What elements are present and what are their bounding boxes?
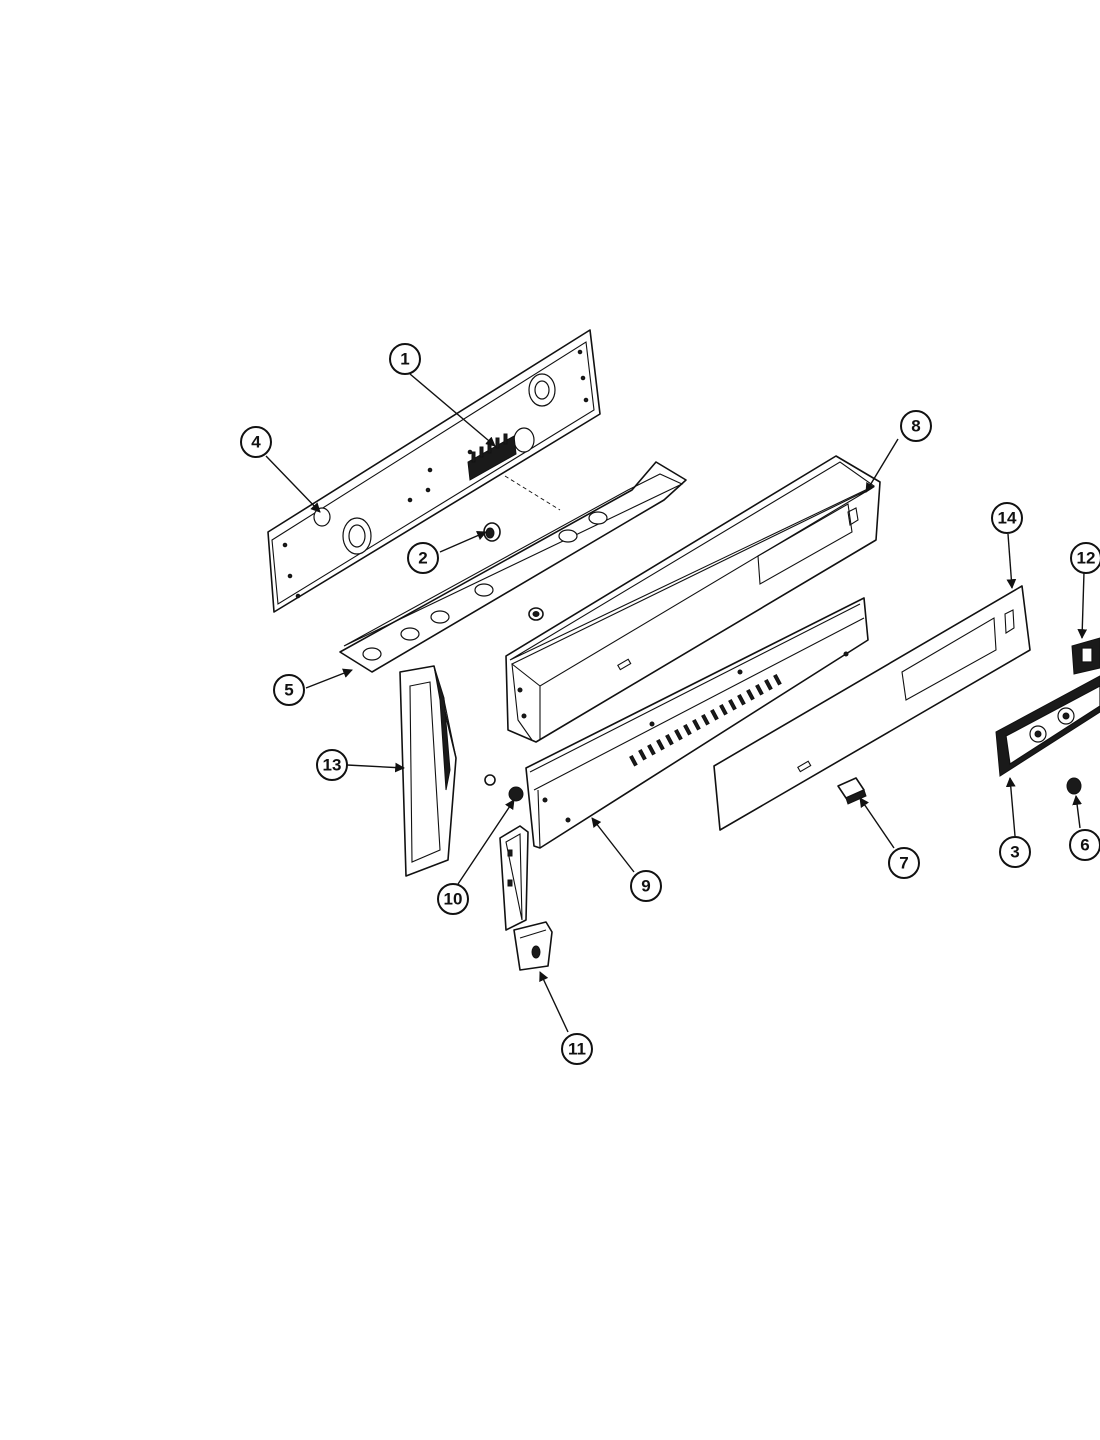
svg-text:6: 6 [1080,836,1089,855]
callout-9: 9 [630,870,662,902]
callout-5: 5 [273,674,305,706]
svg-text:11: 11 [568,1040,586,1059]
svg-text:1: 1 [400,350,409,369]
svg-text:7: 7 [899,854,908,873]
callout-2: 2 [407,542,439,574]
callout-10: 10 [437,883,469,915]
svg-text:14: 14 [998,509,1017,528]
svg-text:9: 9 [641,877,650,896]
callout-8: 8 [900,410,932,442]
vent-slots [629,673,782,767]
svg-text:13: 13 [323,756,342,775]
callout-13: 13 [316,749,348,781]
screw [484,774,524,802]
svg-text:3: 3 [1010,843,1019,862]
clip [837,777,867,805]
svg-text:12: 12 [1077,549,1096,568]
overlay-panel [713,585,1031,831]
svg-text:4: 4 [251,433,261,452]
end-cap [399,665,457,877]
callout-1: 1 [389,343,421,375]
svg-text:8: 8 [911,417,920,436]
switch [1071,637,1100,675]
svg-text:5: 5 [284,681,293,700]
control-panel-housing [505,455,881,743]
svg-text:2: 2 [418,549,427,568]
callout-11: 11 [561,1033,593,1065]
callout-4: 4 [240,426,272,458]
hinge-bracket [499,825,553,971]
callout-3: 3 [999,836,1031,868]
small-knob [1066,777,1082,795]
leader-lines [265,373,1088,1033]
callout-6: 6 [1069,829,1100,861]
callout-12: 12 [1070,542,1100,574]
vent-trim-panel [525,597,869,849]
svg-text:10: 10 [444,890,463,909]
knob-bushing [483,522,501,542]
mounting-bracket [339,461,687,673]
callout-14: 14 [991,502,1023,534]
callout-7: 7 [888,847,920,879]
rear-panel-plate [267,329,601,613]
washer [528,607,544,621]
timer-module [995,675,1100,777]
